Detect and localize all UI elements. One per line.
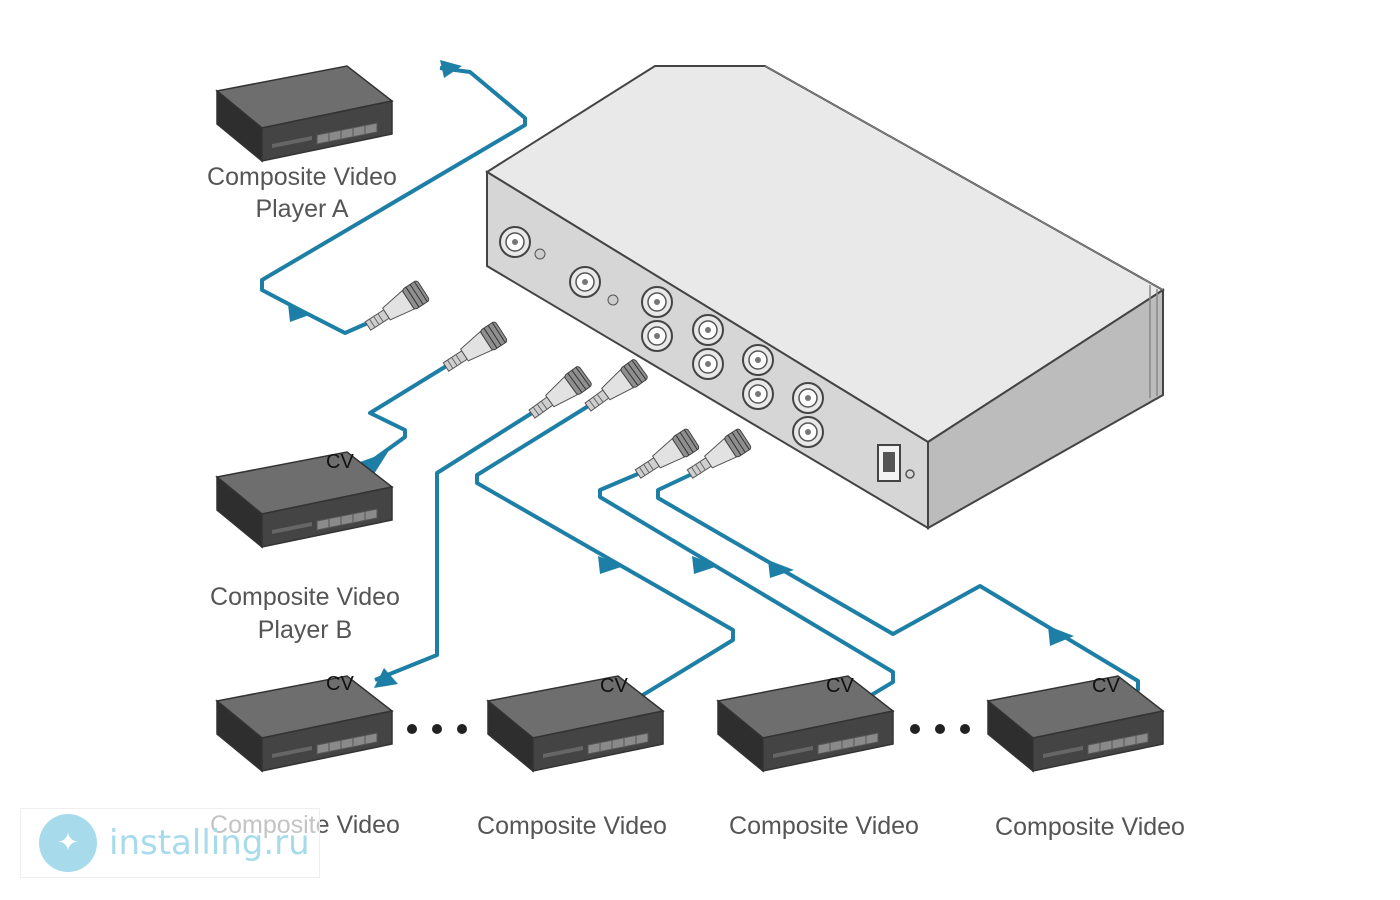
player-a-device [216,65,393,162]
out-2-label: Composite Video [477,812,667,840]
cable-input-a [260,66,527,335]
hub-side-panel [927,288,1164,530]
input-a-socket [499,226,531,258]
plug-out-1 [524,364,593,425]
output-2-socket [692,314,724,346]
ellipsis-dots [407,724,970,734]
player-b-device [216,451,393,548]
player-b-label-line1: Composite Video [210,583,400,611]
out-2-signal-label: CV [600,675,628,697]
arrow-icon [288,304,312,322]
output-1-device [216,675,393,772]
player-a-label-line2: Player A [255,195,348,223]
plug-out-4 [682,427,753,485]
output-4-device [987,675,1164,772]
out-4-label: Composite Video [995,813,1185,841]
plug-input-b [438,320,509,378]
cable-out-4 [656,472,1140,706]
player-b-label-line2: Player B [258,616,352,644]
watermark-text: installing.ru [109,823,310,863]
arrow-icon [440,60,462,78]
arrow-icon [360,452,388,474]
distribution-amplifier [485,65,1165,530]
arrow-icon [1048,626,1074,646]
player-b-signal-label: CV [326,451,354,473]
plug-out-2 [580,357,649,418]
plug-input-a [360,279,431,337]
output-2-device [487,675,664,772]
output-3b-socket [742,378,774,410]
cables [260,66,1140,714]
output-4-socket [792,382,824,414]
out-3-label: Composite Video [729,812,919,840]
arrow-icon [692,556,718,574]
output-1-socket [641,286,673,318]
arrow-icon [374,668,398,688]
cable-out-1 [374,411,534,682]
watermark: ✦ installing.ru [20,808,320,878]
out-3-signal-label: CV [826,675,854,697]
input-b-socket [569,266,601,298]
cable-out-3 [598,471,895,710]
cable-input-b [338,363,450,486]
signal-arrows [288,60,1074,688]
out-4-signal-label: CV [1092,675,1120,697]
watermark-logo-icon: ✦ [39,814,97,872]
cable-out-2 [475,403,735,714]
arrow-icon [768,560,794,578]
output-3-socket [742,344,774,376]
output-2b-socket [692,348,724,380]
output-4b-socket [792,416,824,448]
player-a-label-line1: Composite Video [207,163,397,191]
arrow-icon [598,556,624,574]
output-3-device [717,675,894,772]
output-1b-socket [641,320,673,352]
out-1-signal-label: CV [326,673,354,695]
